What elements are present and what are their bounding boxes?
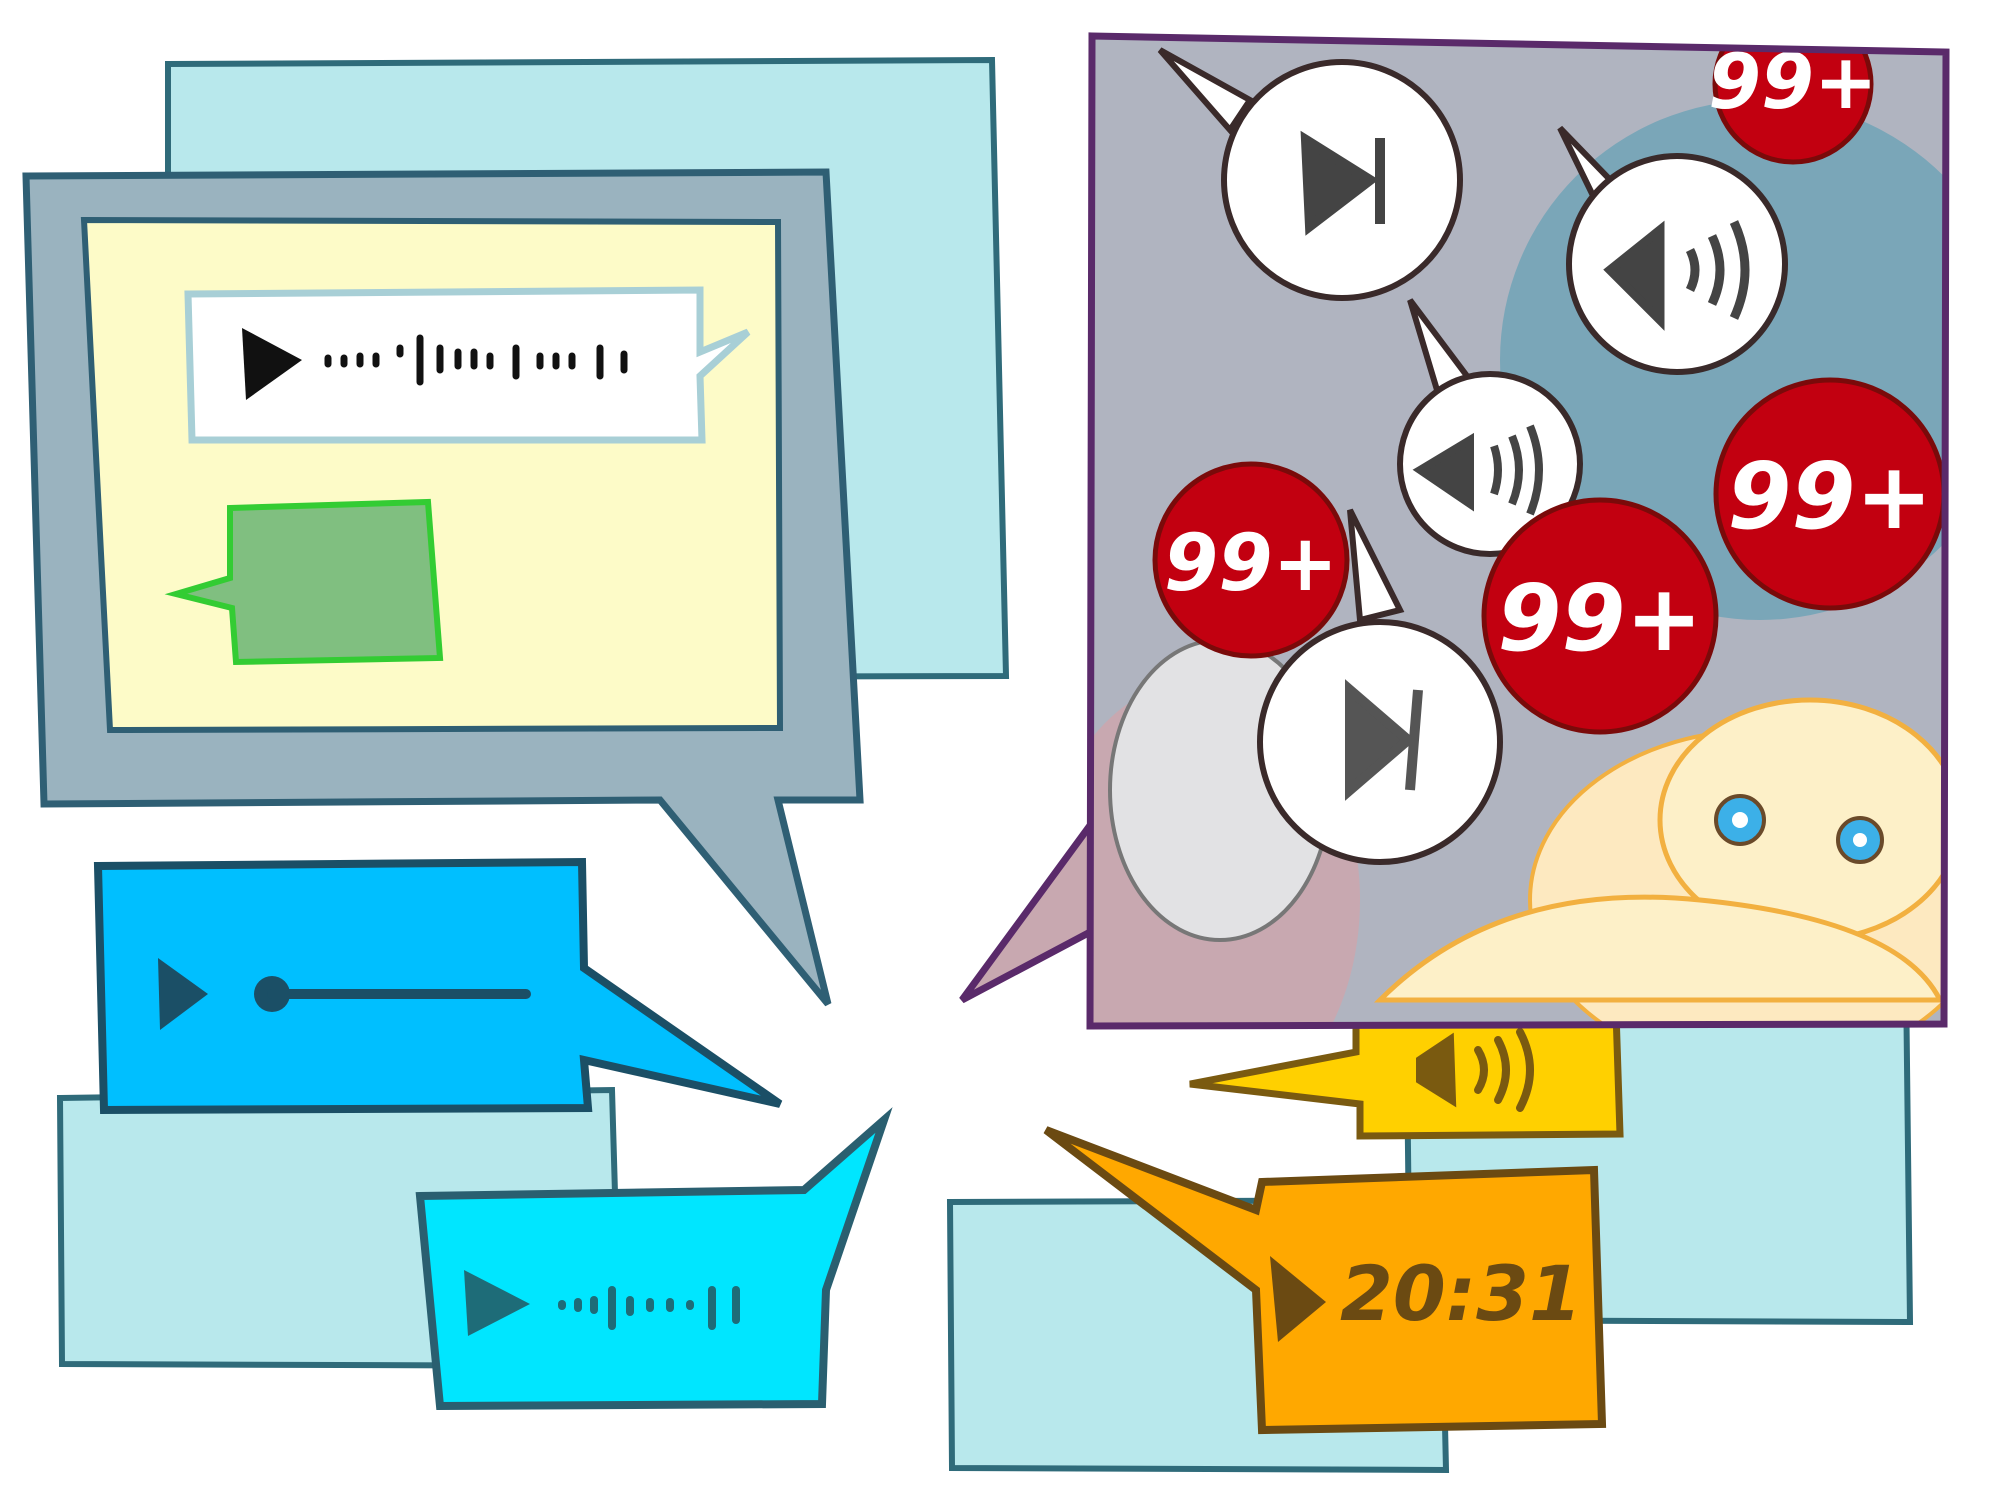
speaker-icon [1412,424,1543,516]
notification-panel: 99+ 99+ 99+ 99+ [1090,36,1946,1026]
notification-badge: 99+ [1713,377,1946,611]
skip-next-icon [1345,679,1423,801]
notification-panel-tail [959,809,1098,1004]
play-icon [464,1270,530,1336]
worried-character [1373,697,1946,1003]
speaker-bubble [1397,298,1583,557]
svg-text:99+: 99+ [1164,519,1338,609]
speaker-icon [1416,1028,1534,1112]
waveform-icon [324,334,628,386]
green-message-bubble [164,498,444,666]
cyan-voice-bubble [415,1107,893,1411]
notification-badge: 99+ [1152,461,1350,659]
voice-duration: 20:31 [1340,1249,1582,1338]
yellow-audio-bubble [1189,1008,1624,1140]
svg-text:99+: 99+ [1497,565,1702,672]
voice-message-bubble [184,286,751,444]
play-icon [1270,1256,1326,1342]
skip-bubble [1257,508,1503,865]
speaker-icon [1603,220,1750,331]
notification-badge: 99+ [1481,497,1719,735]
orange-voice-bubble [1043,1126,1607,1435]
blue-voice-bubble [93,857,783,1115]
progress-slider-icon [254,976,531,1012]
play-icon [158,958,208,1030]
speaker-bubble [1557,125,1788,375]
play-icon [242,328,302,400]
waveform-icon [558,1286,740,1330]
notification-panel-frame [1086,32,1950,1030]
skip-next-icon [1300,130,1385,236]
svg-text:99+: 99+ [1727,443,1932,550]
skip-bubble [1157,47,1463,301]
